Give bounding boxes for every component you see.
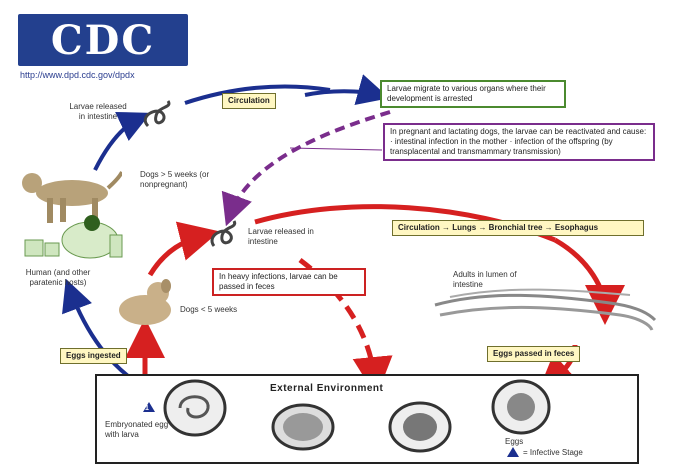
pregnant-dogs-box: In pregnant and lactating dogs, the larv… bbox=[383, 123, 655, 161]
stage-number: 1 bbox=[145, 405, 149, 412]
larvae-released-middle-label: Larvae released in intestine bbox=[248, 227, 314, 246]
adult-worms-icon bbox=[434, 288, 657, 331]
adults-lumen-label: Adults in lumen of intestine bbox=[453, 270, 517, 289]
arrow-dog-to-larvae bbox=[93, 111, 151, 171]
cdc-url[interactable]: http://www.dpd.cdc.gov/dpdx bbox=[20, 70, 135, 80]
early-egg-icon bbox=[388, 401, 452, 453]
dogs-over-5-weeks-label: Dogs > 5 weeks (or nonpregnant) bbox=[140, 170, 210, 189]
heavy-infections-box: In heavy infections, larvae can be passe… bbox=[212, 268, 366, 296]
eggs-ingested-box: Eggs ingested bbox=[60, 348, 127, 364]
human-icon bbox=[24, 215, 123, 259]
eggs-passed-box: Eggs passed in feces bbox=[487, 346, 581, 362]
egg-icon bbox=[491, 379, 551, 435]
arrow-circulation-to-migrate bbox=[304, 74, 390, 106]
arrow-heavy-infection bbox=[298, 258, 393, 397]
infective-stage-legend: = Infective Stage bbox=[523, 448, 583, 457]
circulation-lungs-box: Circulation → Lungs → Bronchial tree → E… bbox=[392, 220, 644, 236]
dogs-under-5-weeks-label: Dogs < 5 weeks bbox=[180, 305, 238, 314]
purple-connector bbox=[289, 147, 383, 151]
larvae-migrate-box: Larvae migrate to various organs where t… bbox=[380, 80, 566, 108]
cdc-logo: CDC bbox=[18, 14, 188, 66]
embryonated-egg-icon bbox=[163, 379, 227, 437]
larva-middle-icon bbox=[210, 220, 237, 247]
developing-egg-icon bbox=[271, 403, 335, 451]
larvae-released-label: Larvae released in intestine bbox=[69, 102, 127, 121]
external-environment-title: External Environment bbox=[270, 383, 384, 394]
human-label: Human (and other paratenic hosts) bbox=[25, 268, 91, 287]
arrow-larvae-to-circulation bbox=[184, 84, 331, 105]
arrow-puppy-to-larvae bbox=[147, 221, 220, 277]
arrow-reactivation bbox=[221, 110, 391, 227]
infective-stage-marker bbox=[143, 402, 155, 412]
eggs-label: Eggs bbox=[505, 437, 524, 446]
larva-icon bbox=[143, 100, 171, 128]
puppy-icon bbox=[119, 279, 171, 325]
adult-dog-icon bbox=[22, 171, 122, 223]
legend-triangle bbox=[507, 447, 519, 457]
embryonated-egg-label: Embryonated egg with larva bbox=[105, 420, 169, 439]
circulation-box: Circulation bbox=[222, 93, 276, 109]
